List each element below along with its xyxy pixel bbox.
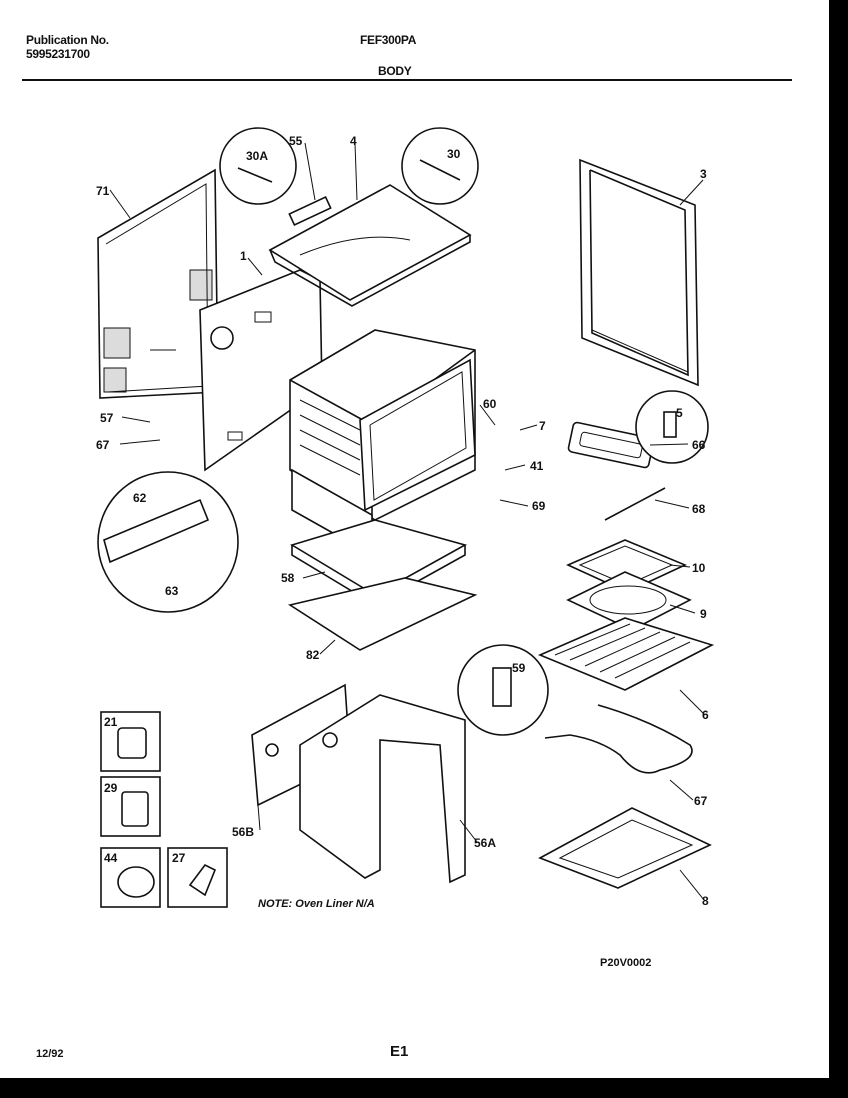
side-rails (251, 683, 466, 884)
callout-7: 7 (539, 419, 546, 433)
page-number: E1 (390, 1043, 408, 1060)
callout-66: 66 (692, 438, 706, 452)
side-panel (579, 158, 699, 387)
callout-58: 58 (281, 571, 295, 585)
parts-sheet: Publication No. 5995231700 FEF300PA BODY (0, 0, 829, 1078)
callout-55: 55 (289, 134, 303, 148)
header-rule (22, 79, 792, 81)
callout-68: 68 (692, 502, 706, 516)
callout-63: 63 (165, 584, 179, 598)
callout-69: 69 (532, 499, 546, 513)
callout-4: 4 (350, 134, 357, 148)
callout-30A: 30A (246, 149, 268, 163)
callout-6: 6 (702, 708, 709, 722)
callout-56B: 56B (232, 825, 254, 839)
section-title: BODY (378, 64, 412, 78)
callout-60: 60 (483, 397, 497, 411)
callout-1: 1 (240, 249, 247, 263)
callout-5: 5 (676, 406, 683, 420)
leader-lines (109, 142, 706, 901)
callout-82: 82 (306, 648, 320, 662)
callout-71: 71 (96, 184, 110, 198)
model-number: FEF300PA (360, 33, 417, 47)
publication-label: Publication No. (26, 33, 109, 47)
callout-67-a: 67 (96, 438, 110, 452)
footer-date: 12/92 (36, 1048, 64, 1060)
detail-circle-30A (219, 127, 297, 205)
callout-3: 3 (700, 167, 707, 181)
callout-44: 44 (104, 851, 118, 865)
publication-number: 5995231700 (26, 47, 90, 61)
oven-cavity (289, 329, 476, 557)
part-box-21 (100, 711, 161, 772)
callout-8: 8 (702, 894, 709, 908)
callout-29: 29 (104, 781, 118, 795)
callout-57: 57 (100, 411, 114, 425)
callout-41: 41 (530, 459, 544, 473)
callout-56A: 56A (474, 836, 496, 850)
callout-9: 9 (700, 607, 707, 621)
oven-liner-note: NOTE: Oven Liner N/A (258, 898, 375, 910)
callout-59: 59 (512, 661, 526, 675)
part-box-44 (100, 847, 161, 908)
callout-27: 27 (172, 851, 186, 865)
callout-67-b: 67 (694, 794, 708, 808)
callout-21: 21 (104, 715, 118, 729)
part-box-27 (167, 847, 228, 908)
callout-10: 10 (692, 561, 706, 575)
callout-30: 30 (447, 147, 461, 161)
rear-frame (199, 269, 323, 472)
detail-circle-5 (635, 390, 709, 464)
callout-62: 62 (133, 491, 147, 505)
top-panel (268, 184, 472, 307)
exploded-view-diagram: 71 30A 55 4 30 3 1 57 67 60 7 5 41 66 69… (36, 127, 715, 1060)
detail-circle-30 (401, 127, 479, 205)
right-components (537, 421, 715, 889)
drawing-code: P20V0002 (600, 957, 651, 969)
back-panel (97, 168, 219, 399)
bottom-parts (287, 519, 478, 651)
detail-circle-59 (457, 644, 549, 736)
